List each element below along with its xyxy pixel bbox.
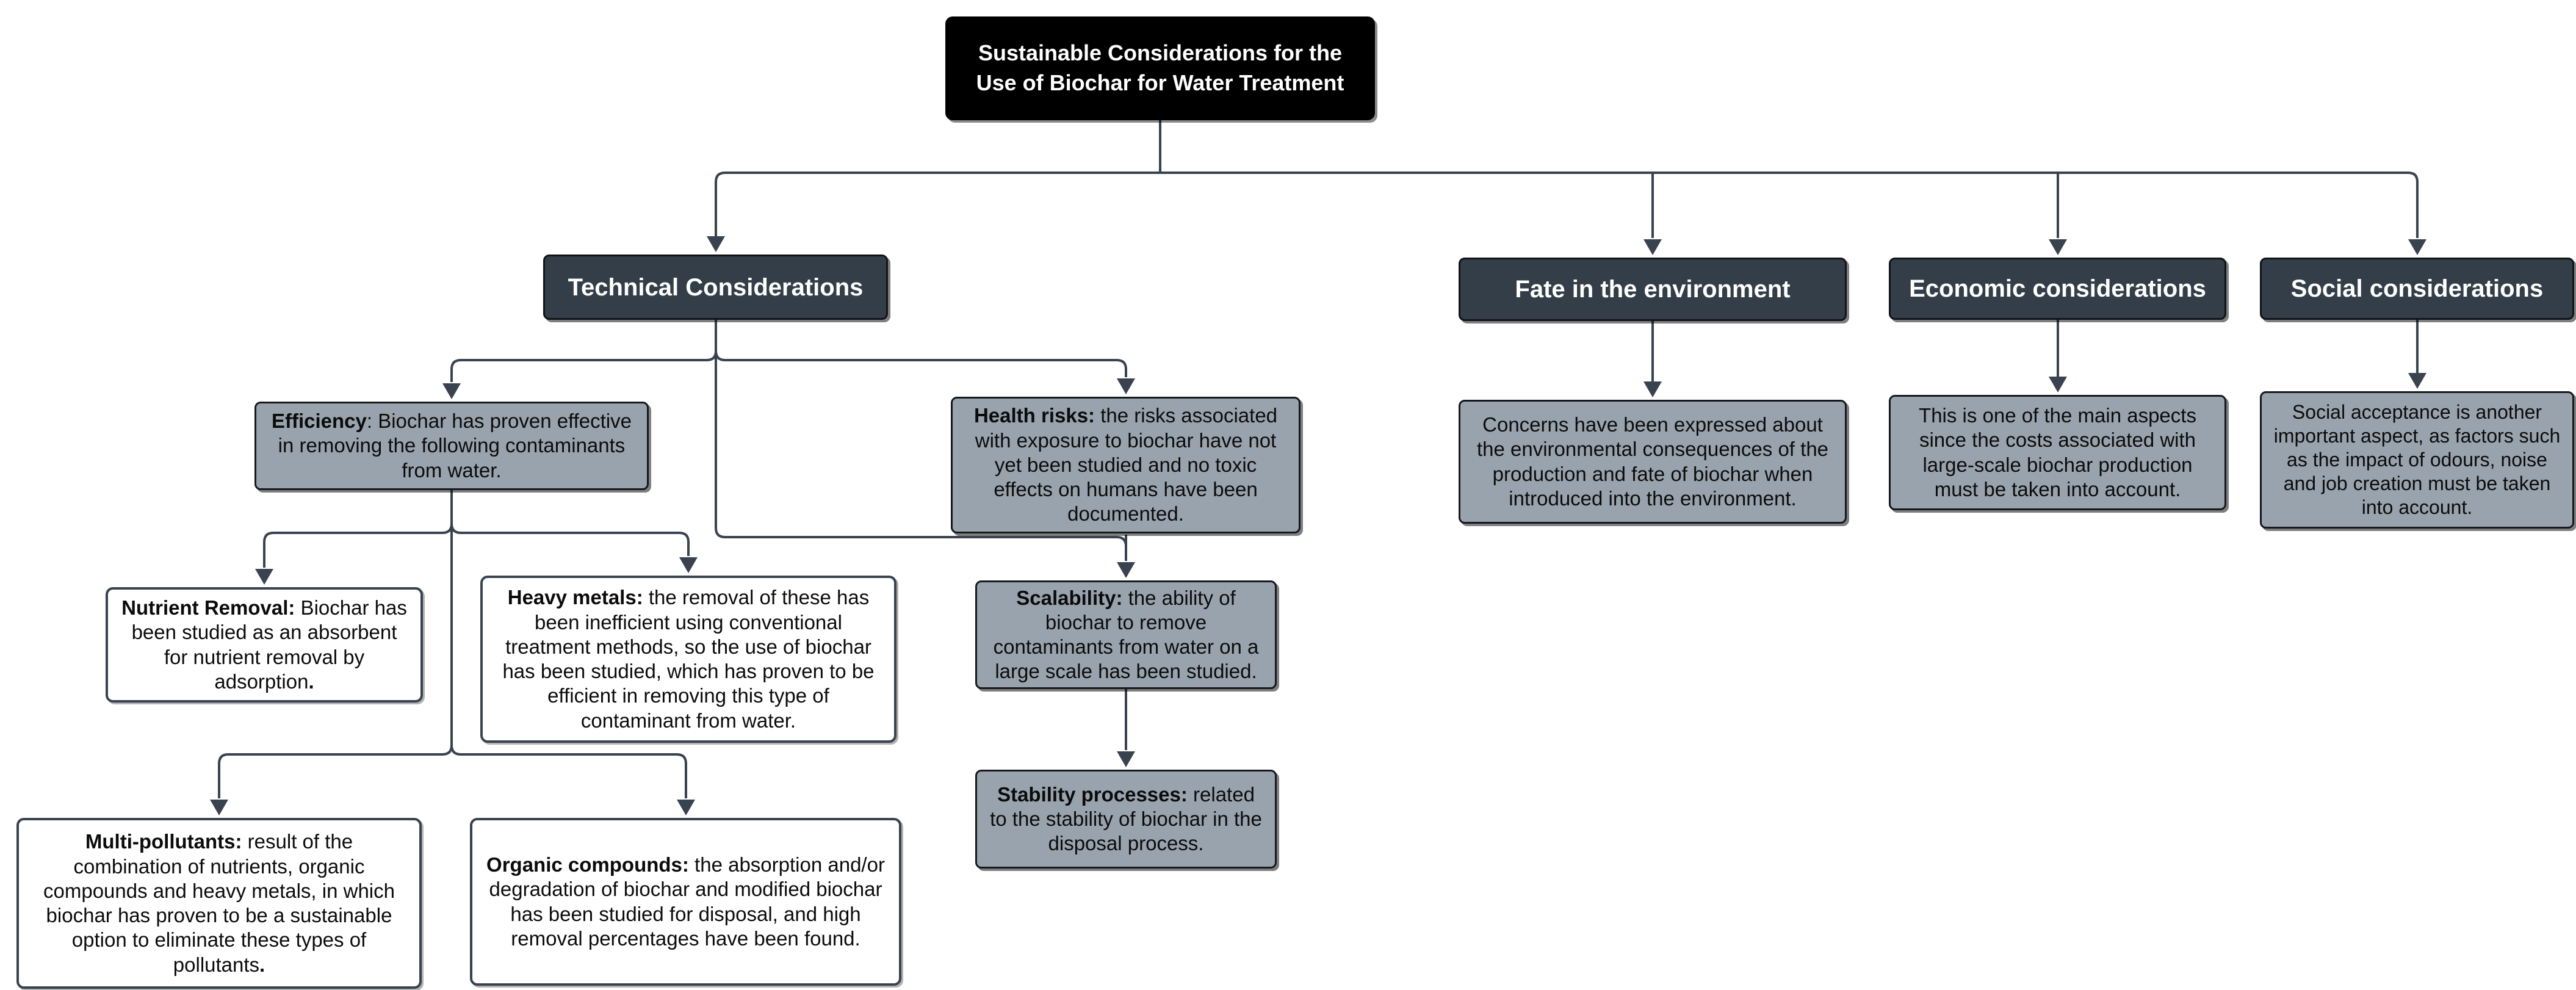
node-efficiency: Efficiency: Biochar has proven effective…: [254, 402, 649, 490]
node-efficiency-text: Efficiency: Biochar has proven effective…: [271, 410, 632, 482]
arrowhead: [1643, 381, 1662, 397]
arrowhead: [1117, 751, 1135, 767]
root-title-node: Sustainable Considerations for the Use o…: [945, 16, 1375, 120]
node-stability-processes: Stability processes: related to the stab…: [975, 770, 1277, 869]
arrowhead: [677, 800, 695, 815]
arrowhead: [210, 800, 228, 815]
arrowhead: [2408, 239, 2426, 255]
edge-technical-healthrisks: [715, 350, 1127, 377]
node-health-risks: Health risks: the risks associated with …: [951, 397, 1301, 533]
arrowhead: [2049, 377, 2067, 392]
node-health-risks-text: Health risks: the risks associated with …: [973, 404, 1278, 526]
node-fate-description-text: Concerns have been expressed about the e…: [1476, 413, 1829, 510]
node-organic-compounds: Organic compounds: the absorption and/or…: [470, 818, 901, 986]
node-economic-description-text: This is one of the main aspects since th…: [1919, 404, 2196, 500]
branch-economic-node: Economic considerations: [1889, 258, 2226, 320]
arrowhead: [442, 383, 461, 399]
node-heavy-metals-text: Heavy metals: the removal of these has b…: [502, 586, 875, 732]
branch-technical-node: Technical Considerations: [543, 255, 888, 320]
arrowhead: [1643, 239, 1662, 255]
node-fate-description: Concerns have been expressed about the e…: [1459, 400, 1847, 524]
edge-efficiency-organic: [450, 745, 687, 798]
edge-rail: [715, 172, 2419, 238]
branch-social-label: Social considerations: [2290, 275, 2544, 302]
arrowhead: [679, 557, 698, 573]
edge-efficiency-nutrient: [263, 523, 453, 568]
node-heavy-metals: Heavy metals: the removal of these has b…: [480, 576, 897, 743]
arrowhead: [255, 569, 273, 585]
node-economic-description: This is one of the main aspects since th…: [1889, 395, 2226, 510]
node-scalability: Scalability: the ability of biochar to r…: [975, 580, 1277, 689]
root-title-text: Sustainable Considerations for the Use o…: [976, 40, 1344, 95]
node-organic-compounds-text: Organic compounds: the absorption and/or…: [486, 853, 885, 950]
branch-economic-label: Economic considerations: [1909, 275, 2206, 302]
edge-technical-efficiency: [450, 320, 717, 382]
branch-fate-label: Fate in the environment: [1515, 276, 1791, 303]
edge-efficiency-heavymetals: [450, 523, 690, 556]
branch-technical-label: Technical Considerations: [568, 273, 864, 301]
node-scalability-text: Scalability: the ability of biochar to r…: [993, 586, 1259, 683]
node-stability-processes-text: Stability processes: related to the stab…: [990, 782, 1262, 855]
node-social-description: Social acceptance is another important a…: [2260, 391, 2574, 529]
arrowhead: [707, 236, 725, 252]
arrowhead: [2049, 239, 2067, 255]
arrowhead: [1117, 378, 1135, 394]
edge-efficiency-multipollutants: [218, 745, 453, 798]
node-nutrient-removal-text: Nutrient Removal: Biochar has been studi…: [121, 596, 407, 693]
node-multi-pollutants-text: Multi-pollutants: result of the combinat…: [43, 830, 395, 976]
node-nutrient-removal: Nutrient Removal: Biochar has been studi…: [106, 587, 423, 703]
node-social-description-text: Social acceptance is another important a…: [2273, 400, 2561, 519]
arrowhead: [1117, 562, 1135, 578]
arrowhead: [2408, 373, 2426, 389]
branch-social-node: Social considerations: [2260, 258, 2574, 320]
branch-fate-node: Fate in the environment: [1459, 258, 1847, 321]
node-multi-pollutants: Multi-pollutants: result of the combinat…: [16, 818, 422, 989]
